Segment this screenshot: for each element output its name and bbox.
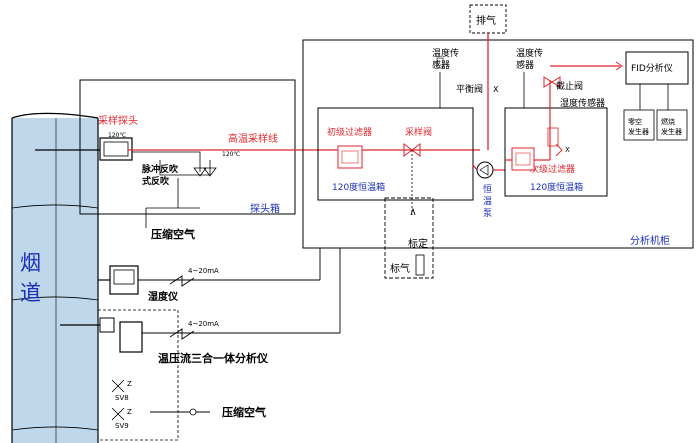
thermostatic-pump-label: 恒温泵 [483,183,492,219]
signal-2-label: 4~20mA [188,320,219,328]
shutoff-valve-icon [543,76,561,88]
cal-gas-cylinder-icon [415,254,425,276]
sv8-valve-icon [111,379,125,393]
flue-body [12,118,98,443]
zero-gas-gen-label: 零空发生器 [628,117,649,136]
balance-valve-mark: X [493,85,499,94]
sampling-valve-label: 采样阀 [405,126,432,138]
balance-valve-label: 平衡阀 [456,83,483,95]
z1-label: Z [127,380,132,388]
sv9-valve-icon [111,407,125,421]
oven-right-label: 120度恒温箱 [530,181,583,193]
calibration-label: 标定 [408,237,428,250]
secondary-filter [511,147,535,171]
fid-analyzer-box [625,51,689,85]
shutoff-valve-label: 截止阀 [556,80,583,92]
hot-line-label: 高温采样线 [228,132,278,145]
sv9-label: SV9 [115,422,129,430]
oven-left-label: 120度恒温箱 [332,181,385,193]
pulse-blowback-label: 脉冲反吹 式反吹 [141,163,181,187]
blowback-valve-icon-2 [203,167,217,177]
oven-right [504,107,608,197]
z2-label: Z [127,408,132,416]
tpf-analyzer-label: 温压流三合一体分析仪 [158,351,269,365]
primary-filter-label: 初级过滤器 [327,126,372,138]
humidity-meter-label: 湿度仪 [148,290,179,303]
analyzer-cabinet [302,39,694,249]
compressed-air-2-label: 压缩空气 [222,405,266,419]
tpf-dashed-frame [97,309,179,441]
humidity-sensor-label: 湿度传感器 [560,97,605,109]
sampling-valve-icon [403,143,421,157]
probe-head-label: 采样探头 [98,114,138,127]
probe-box [79,79,296,215]
probe-box-label: 探头箱 [250,202,280,215]
temp-sensor-2-label: 温度传感器 [516,47,543,71]
primary-filter [337,145,363,169]
sv8-label: SV8 [115,394,129,402]
tpf-sensor-head [99,317,115,333]
fuel-gas-gen-label: 燃烧发生器 [661,117,682,136]
calibration-box [384,197,434,279]
secondary-valve-mark: X [565,146,570,154]
fid-analyzer-label: FID分析仪 [631,62,673,74]
compressed-air-label: 压缩空气 [151,227,195,241]
hot-line-temp: 120℃ [222,151,240,158]
blowback-valve-icon [193,167,207,177]
exhaust-label: 排气 [476,14,496,27]
secondary-filter-label: 次级过滤器 [530,163,575,175]
temp-sensor-1-label: 温度传感器 [432,47,459,71]
probe-head [99,137,133,161]
fuel-gas-generator [656,109,688,141]
flue-label-1: 烟 [20,251,41,275]
zero-gas-generator [623,109,655,141]
secondary-valve-icon [555,143,563,157]
flue-label-2: 道 [20,281,41,305]
probe-temp: 120℃ [108,132,126,139]
cal-gas-label: 标气 [390,262,410,275]
flue: 烟 道 [11,112,99,443]
analyzer-cabinet-label: 分析机柜 [630,234,670,247]
oven-left [317,107,474,201]
tpf-analyzer-box [119,321,143,353]
signal-1-label: 4~20mA [188,267,219,275]
